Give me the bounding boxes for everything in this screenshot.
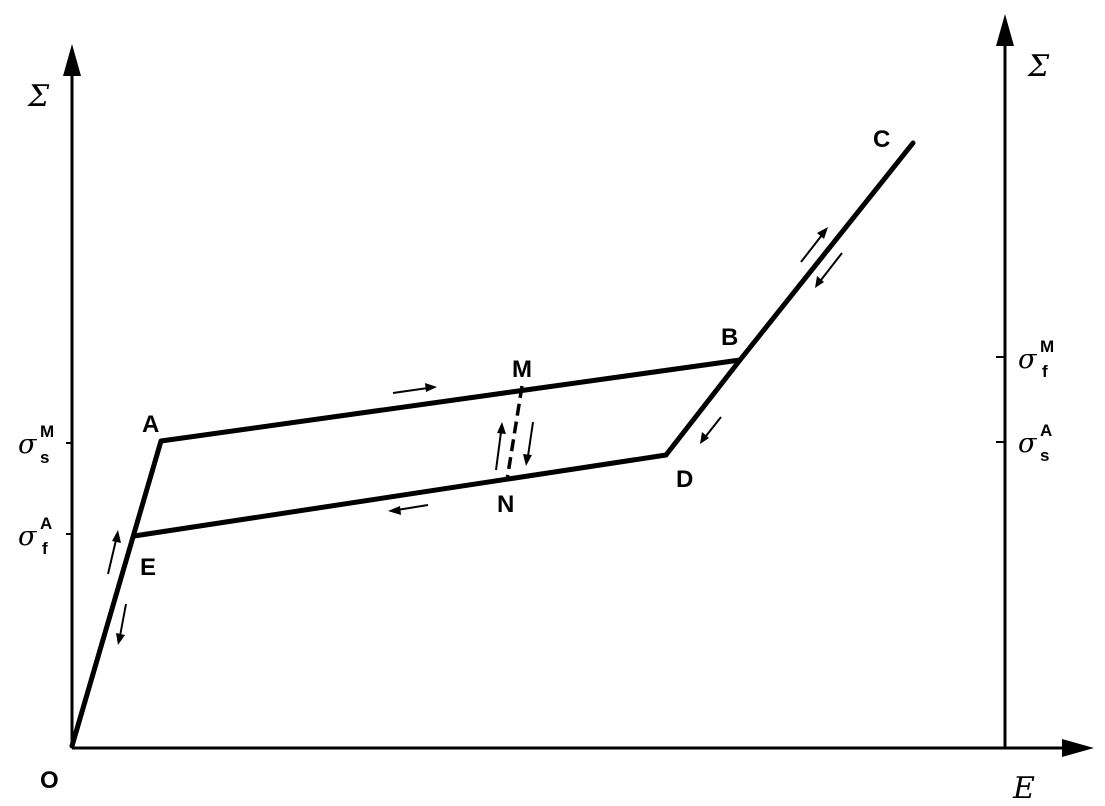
svg-text:f: f xyxy=(42,539,48,558)
partial-path-M-N xyxy=(505,385,524,481)
arrow-upper-elastic-down xyxy=(820,252,843,281)
arrow-partial-up xyxy=(495,431,502,471)
point-M-label: M xyxy=(512,356,532,383)
label-sigma-f-M: σ M f xyxy=(1018,337,1054,381)
point-A-label: A xyxy=(142,411,159,438)
svg-text:σ: σ xyxy=(1018,428,1038,459)
tick-marks xyxy=(66,356,1005,535)
svg-text:σ: σ xyxy=(18,521,38,552)
arrow-elastic-down-head xyxy=(116,633,125,645)
svg-text:M: M xyxy=(1040,337,1054,356)
point-C-label: C xyxy=(873,126,890,153)
arrow-upper-elastic-up-head xyxy=(817,227,828,239)
arrow-upper-elastic-up xyxy=(800,234,823,263)
svg-text:M: M xyxy=(40,422,54,441)
arrow-elastic-down xyxy=(119,603,127,637)
svg-text:A: A xyxy=(1040,421,1052,440)
svg-text:s: s xyxy=(1040,446,1049,465)
point-E-label: E xyxy=(140,554,156,581)
unloading-plateau-D-E xyxy=(131,452,669,539)
arrow-lower-plateau xyxy=(396,504,429,511)
axes xyxy=(63,14,1094,757)
arrow-partial-down-head xyxy=(523,454,532,466)
arrow-partial-up-head xyxy=(497,422,506,434)
horizontal-axis-symbol: E xyxy=(1012,771,1035,806)
arrow-elastic-up xyxy=(107,539,117,575)
arrow-upper-plateau-head xyxy=(425,383,437,392)
arrow-partial-down xyxy=(527,421,534,457)
unloading-path-B-D xyxy=(663,357,743,458)
point-D-label: D xyxy=(676,466,693,493)
point-O-label: O xyxy=(40,767,59,794)
svg-text:σ: σ xyxy=(1018,344,1038,375)
arrow-unloading-down-head xyxy=(700,432,709,444)
right-axis-symbol: Σ xyxy=(1027,49,1050,84)
svg-text:f: f xyxy=(1042,362,1048,381)
label-sigma-s-A: σ A s xyxy=(1018,421,1052,465)
arrow-elastic-up-head xyxy=(112,530,121,543)
arrow-upper-plateau xyxy=(392,387,429,394)
left-axis-arrowhead xyxy=(63,44,81,76)
svg-text:σ: σ xyxy=(18,429,38,460)
arrow-unloading-down xyxy=(705,416,722,437)
left-axis-symbol: Σ xyxy=(27,79,50,114)
label-sigma-f-A: σ A f xyxy=(18,514,52,558)
hysteresis-curve xyxy=(69,140,916,749)
arrow-lower-plateau-head xyxy=(388,506,401,515)
arrow-upper-elastic-down-head xyxy=(815,276,824,288)
point-B-label: B xyxy=(721,324,738,351)
label-sigma-s-M: σ M s xyxy=(18,422,54,467)
loading-path-O-A-B-C xyxy=(69,140,916,749)
right-axis-arrowhead xyxy=(996,14,1014,46)
point-labels: O A E M N B D C xyxy=(40,126,890,794)
point-N-label: N xyxy=(497,491,514,518)
svg-text:s: s xyxy=(40,448,49,467)
svg-text:A: A xyxy=(40,514,52,533)
direction-arrows xyxy=(107,227,843,645)
horizontal-axis-arrowhead xyxy=(1062,739,1094,757)
